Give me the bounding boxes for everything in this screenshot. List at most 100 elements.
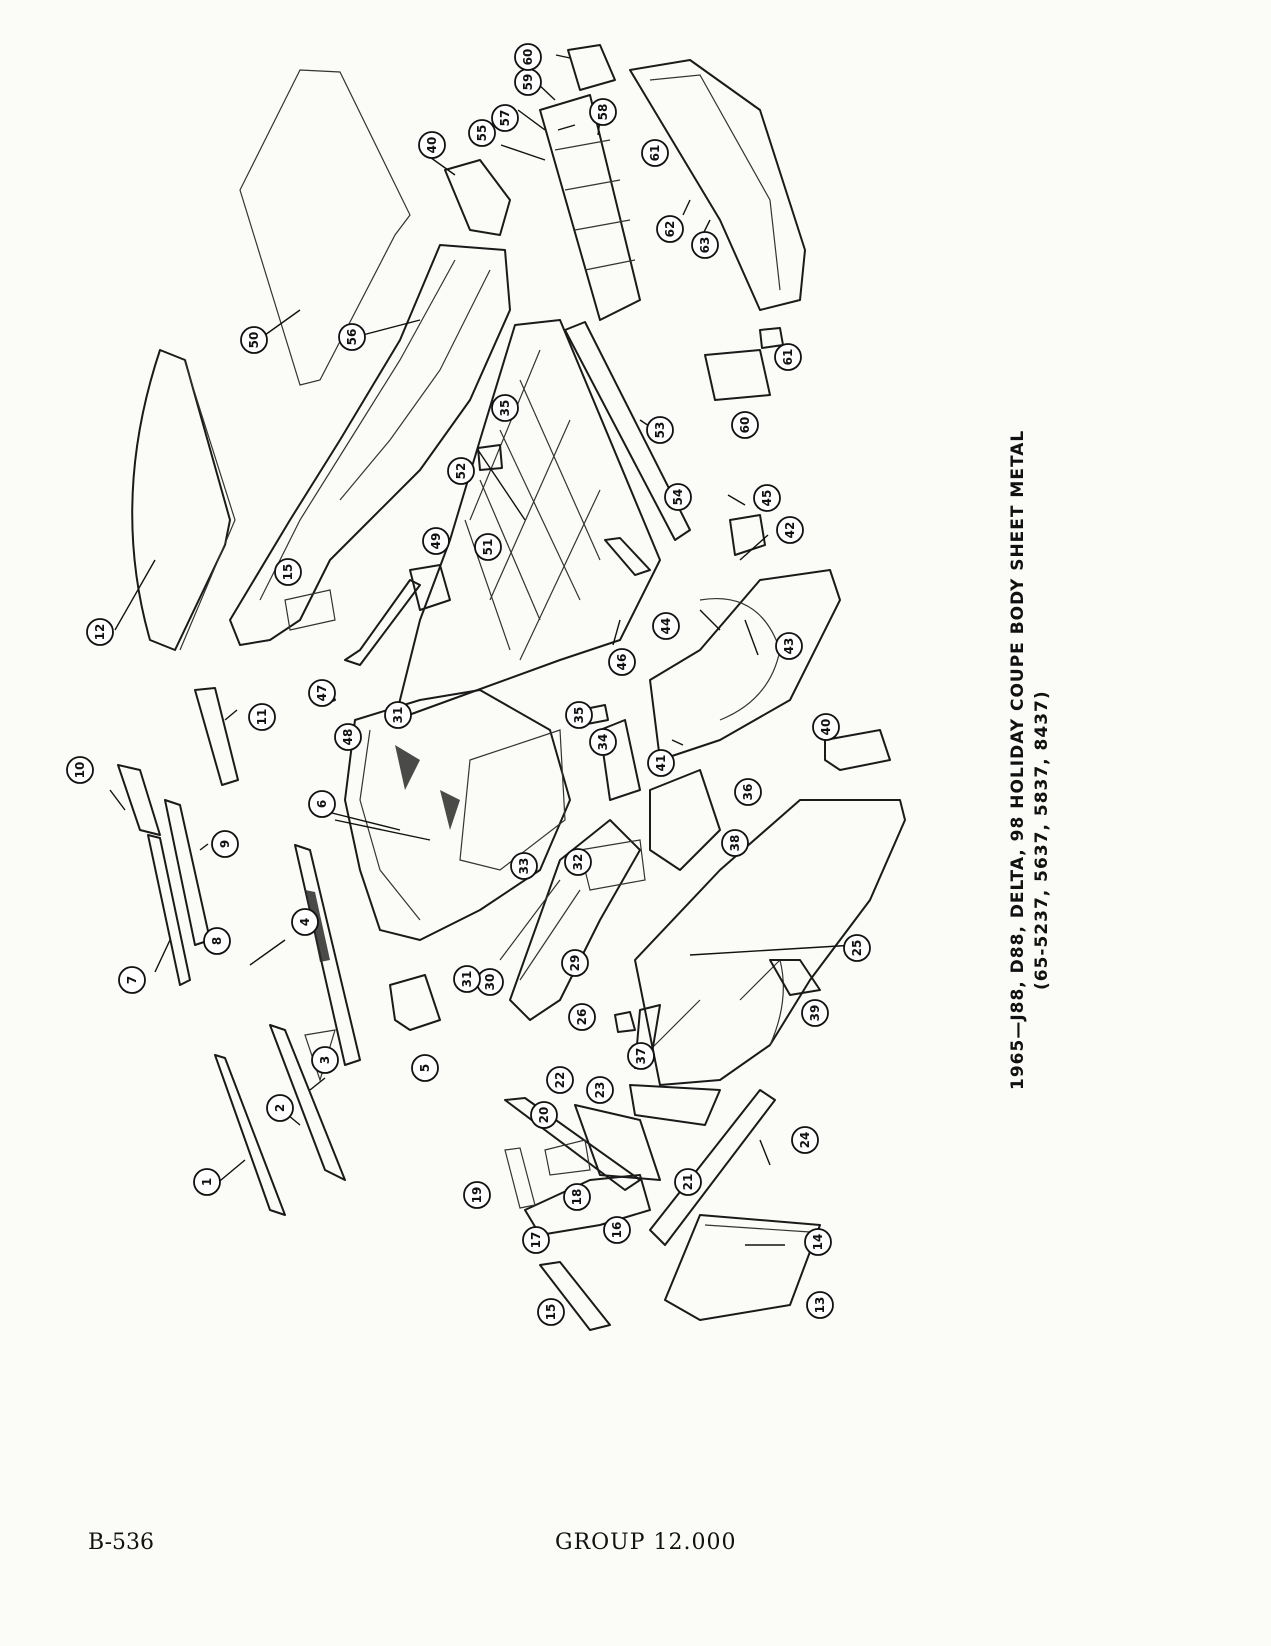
callout-labels: 1234567891011121314151516171819202122232… bbox=[66, 43, 871, 1326]
callout-number: 59 bbox=[521, 74, 535, 91]
callout-57: 57 bbox=[491, 104, 519, 132]
callout-7: 7 bbox=[118, 966, 146, 994]
callout-25: 25 bbox=[843, 934, 871, 962]
callout-55: 55 bbox=[468, 119, 496, 147]
diagram-caption: 1965—J88, D88, DELTA, 98 HOLIDAY COUPE B… bbox=[1008, 350, 1068, 1090]
callout-37: 37 bbox=[627, 1042, 655, 1070]
callout-number: 9 bbox=[218, 840, 232, 848]
callout-21: 21 bbox=[674, 1168, 702, 1196]
callout-number: 51 bbox=[481, 539, 495, 556]
callout-number: 48 bbox=[341, 729, 355, 746]
callout-number: 20 bbox=[537, 1107, 551, 1124]
callout-15: 15 bbox=[274, 558, 302, 586]
callout-61: 61 bbox=[641, 139, 669, 167]
callout-34: 34 bbox=[589, 728, 617, 756]
callout-number: 14 bbox=[811, 1234, 825, 1251]
callout-number: 33 bbox=[517, 858, 531, 875]
callout-50: 50 bbox=[240, 326, 268, 354]
callout-8: 8 bbox=[203, 927, 231, 955]
callout-number: 60 bbox=[521, 49, 535, 66]
callout-18: 18 bbox=[563, 1183, 591, 1211]
callout-number: 45 bbox=[760, 490, 774, 507]
callout-number: 61 bbox=[648, 145, 662, 162]
part-rear-quarter-extension bbox=[629, 59, 806, 311]
callout-number: 15 bbox=[544, 1304, 558, 1321]
callout-number: 24 bbox=[798, 1132, 812, 1149]
callout-14: 14 bbox=[804, 1228, 832, 1256]
callout-24: 24 bbox=[791, 1126, 819, 1154]
callout-number: 4 bbox=[298, 918, 312, 926]
callout-26: 26 bbox=[568, 1003, 596, 1031]
callout-43: 43 bbox=[775, 632, 803, 660]
callout-49: 49 bbox=[422, 527, 450, 555]
callout-number: 57 bbox=[498, 110, 512, 127]
part-floor-pan bbox=[394, 319, 661, 721]
callout-15: 15 bbox=[537, 1298, 565, 1326]
callout-38: 38 bbox=[721, 829, 749, 857]
callout-16: 16 bbox=[603, 1216, 631, 1244]
callout-62: 62 bbox=[656, 215, 684, 243]
part-rocker-rail bbox=[564, 321, 691, 541]
callout-number: 29 bbox=[568, 955, 582, 972]
callout-number: 60 bbox=[738, 417, 752, 434]
callout-19: 19 bbox=[463, 1181, 491, 1209]
callout-number: 54 bbox=[671, 489, 685, 506]
callout-1: 1 bbox=[193, 1168, 221, 1196]
callout-number: 11 bbox=[255, 709, 269, 726]
callout-4: 4 bbox=[291, 908, 319, 936]
callout-number: 10 bbox=[73, 762, 87, 779]
callout-9: 9 bbox=[211, 830, 239, 858]
callout-number: 34 bbox=[596, 734, 610, 751]
callout-12: 12 bbox=[86, 618, 114, 646]
part-door bbox=[664, 1214, 821, 1321]
part-rear-glass bbox=[239, 69, 411, 386]
callout-number: 53 bbox=[653, 422, 667, 439]
callout-number: 5 bbox=[418, 1064, 432, 1072]
callout-54: 54 bbox=[664, 483, 692, 511]
callout-48: 48 bbox=[334, 723, 362, 751]
callout-number: 36 bbox=[741, 784, 755, 801]
callout-42: 42 bbox=[776, 516, 804, 544]
callout-22: 22 bbox=[546, 1066, 574, 1094]
callout-number: 43 bbox=[782, 638, 796, 655]
callout-number: 22 bbox=[553, 1072, 567, 1089]
callout-number: 39 bbox=[808, 1005, 822, 1022]
callout-3: 3 bbox=[311, 1046, 339, 1074]
callout-2: 2 bbox=[266, 1094, 294, 1122]
callout-number: 16 bbox=[610, 1222, 624, 1239]
callout-number: 31 bbox=[391, 707, 405, 724]
callout-number: 21 bbox=[681, 1174, 695, 1191]
callout-number: 1 bbox=[200, 1178, 214, 1186]
caption-title: 1965—J88, D88, DELTA, 98 HOLIDAY COUPE B… bbox=[1008, 429, 1028, 1090]
part-dash-upper bbox=[294, 844, 361, 1066]
part-rear-wheelhouse bbox=[649, 569, 841, 761]
callout-47: 47 bbox=[308, 679, 336, 707]
callout-13: 13 bbox=[806, 1291, 834, 1319]
callout-23: 23 bbox=[586, 1076, 614, 1104]
callout-32: 32 bbox=[564, 848, 592, 876]
callout-number: 7 bbox=[125, 976, 139, 984]
callout-56: 56 bbox=[338, 323, 366, 351]
callout-60: 60 bbox=[731, 411, 759, 439]
callout-number: 50 bbox=[247, 332, 261, 349]
callout-number: 13 bbox=[813, 1297, 827, 1314]
callout-number: 63 bbox=[698, 237, 712, 254]
callout-63: 63 bbox=[691, 231, 719, 259]
callout-number: 30 bbox=[483, 974, 497, 991]
callout-61: 61 bbox=[774, 343, 802, 371]
callout-number: 58 bbox=[596, 104, 610, 121]
group-label: GROUP 12.000 bbox=[555, 1530, 737, 1555]
callout-number: 18 bbox=[570, 1189, 584, 1206]
callout-number: 62 bbox=[663, 221, 677, 238]
callout-5: 5 bbox=[411, 1054, 439, 1082]
callout-number: 17 bbox=[529, 1232, 543, 1249]
callout-number: 55 bbox=[475, 125, 489, 142]
callout-11: 11 bbox=[248, 703, 276, 731]
callout-39: 39 bbox=[801, 999, 829, 1027]
callout-number: 31 bbox=[460, 971, 474, 988]
part-windshield-molding bbox=[214, 1054, 286, 1216]
callout-40: 40 bbox=[418, 131, 446, 159]
part-rear-shelf bbox=[539, 94, 641, 321]
callout-17: 17 bbox=[522, 1226, 550, 1254]
